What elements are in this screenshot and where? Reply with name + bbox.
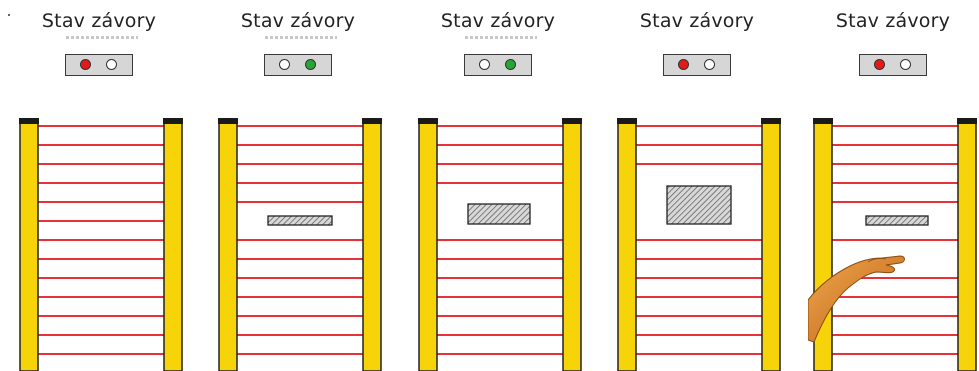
beam-lines xyxy=(636,125,762,355)
green-lamp-icon xyxy=(106,59,117,70)
title-shadow xyxy=(465,36,537,39)
red-lamp-icon xyxy=(678,59,689,70)
light-curtain xyxy=(19,118,183,371)
red-lamp-icon xyxy=(80,59,91,70)
light-curtain xyxy=(808,118,977,371)
light-curtain xyxy=(418,118,582,371)
right-post xyxy=(163,118,183,371)
right-post xyxy=(562,118,582,371)
red-lamp-icon xyxy=(874,59,885,70)
left-post xyxy=(617,118,637,371)
hatched-object-icon xyxy=(865,215,929,226)
curtain-panel-3: Stav závory xyxy=(413,0,583,371)
left-post xyxy=(19,118,39,371)
beam-lines xyxy=(437,125,563,355)
title-shadow xyxy=(265,36,337,39)
red-lamp-icon xyxy=(479,59,490,70)
curtain-panel-4: Stav závory xyxy=(612,0,782,371)
title-shadow xyxy=(66,36,138,39)
curtain-panel-2: Stav závory xyxy=(213,0,383,371)
right-post xyxy=(957,118,977,371)
beam-lines xyxy=(832,125,958,355)
status-indicator xyxy=(663,54,731,76)
panel-title: Stav závory xyxy=(240,10,356,32)
status-indicator xyxy=(264,54,332,76)
panel-title: Stav závory xyxy=(835,10,951,32)
green-lamp-icon xyxy=(704,59,715,70)
status-indicator xyxy=(65,54,133,76)
beam-lines xyxy=(38,125,164,355)
hatched-object-icon xyxy=(666,185,732,225)
beam-lines xyxy=(237,125,363,355)
left-post xyxy=(418,118,438,371)
corner-dot xyxy=(8,14,10,16)
green-lamp-icon xyxy=(305,59,316,70)
light-curtain xyxy=(617,118,781,371)
curtain-panel-1: Stav závory xyxy=(14,0,184,371)
status-indicator xyxy=(464,54,532,76)
panel-title: Stav závory xyxy=(440,10,556,32)
left-post xyxy=(218,118,238,371)
green-lamp-icon xyxy=(900,59,911,70)
hatched-object-icon xyxy=(467,203,531,225)
light-curtain xyxy=(218,118,382,371)
red-lamp-icon xyxy=(279,59,290,70)
hatched-object-icon xyxy=(267,215,333,226)
status-indicator xyxy=(859,54,927,76)
green-lamp-icon xyxy=(505,59,516,70)
panel-title: Stav závory xyxy=(639,10,755,32)
right-post xyxy=(761,118,781,371)
curtain-panel-5: Stav závory xyxy=(808,0,978,371)
right-post xyxy=(362,118,382,371)
panel-title: Stav závory xyxy=(41,10,157,32)
hand-icon xyxy=(808,255,905,343)
